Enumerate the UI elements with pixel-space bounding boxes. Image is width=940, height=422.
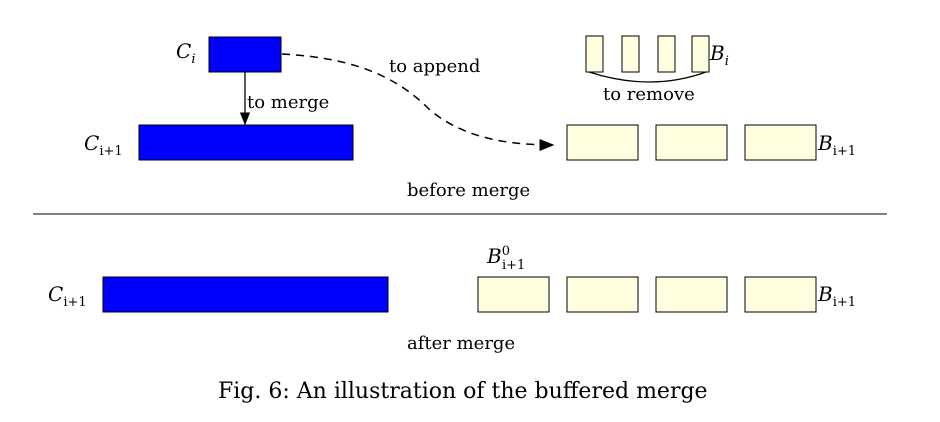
label-to-merge: to merge [247,92,329,113]
label-to-append: to append [389,56,480,77]
buffer-b-i-4 [691,35,710,73]
buffer-b-i1-bottom-2 [655,276,728,313]
label-c-i1: Ci+1 [84,131,123,159]
label-to-remove: to remove [603,84,695,105]
caption-after-merge: after merge [407,333,515,354]
chunk-c-i [208,36,282,73]
label-b-i: Bi [709,41,729,69]
buffer-b-i-1 [585,35,604,73]
label-b-i1-bottom: Bi+1 [817,282,856,310]
remove-brace [588,71,707,83]
buffer-b-i1-bottom-1 [566,276,639,313]
figure-caption: Fig. 6: An illustration of the buffered … [218,379,708,404]
buffer-b-i1-top-3 [744,124,817,161]
label-c-i: Ci [176,39,195,67]
label-b-i1-top: Bi+1 [817,131,856,159]
append-arrow [281,53,555,151]
buffer-b-i-2 [621,35,640,73]
buffer-b-i1-top-1 [566,124,639,161]
chunk-c-i1 [138,124,354,161]
buffer-b-i1-top-2 [655,124,728,161]
buffer-b0-i1 [477,276,550,313]
caption-before-merge: before merge [407,180,530,201]
label-c-i1-bottom: Ci+1 [48,282,87,310]
buffer-b-i1-bottom-3 [744,276,817,313]
buffer-b-i-3 [657,35,676,73]
chunk-c-i1-merged [102,276,389,313]
